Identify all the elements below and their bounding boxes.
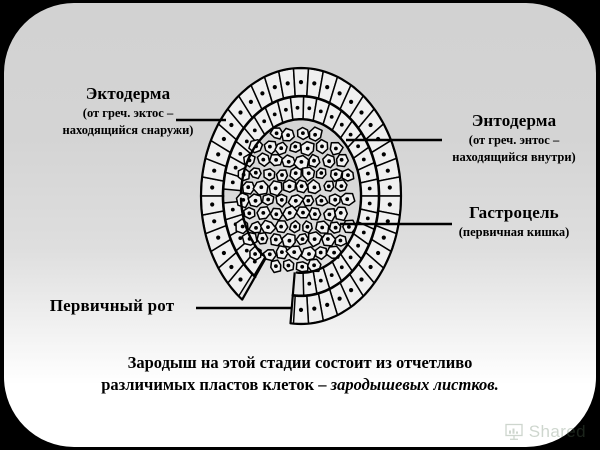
gastrula-diagram [199,66,403,326]
label-gastrocoel: Гастроцель (первичная кишка) [430,203,598,240]
caption-line2-italic: зародышевых листков. [330,374,499,394]
label-blastopore-title: Первичный рот [49,296,175,315]
label-ectoderm-sub2: находящийся снаружи) [62,122,194,137]
label-blastopore: Первичный рот [22,296,202,316]
caption-line1: Зародыш на этой стадии состоит из отчетл… [127,353,473,372]
label-entoderm: Энтодерма (от греч. энтос – находящийся … [430,111,598,165]
presentation-chart-icon [505,423,523,440]
label-gastrocoel-title: Гастроцель [469,203,559,222]
shared-watermark-text: Shared [528,422,586,441]
caption: Зародыш на этой стадии состоит из отчетл… [38,352,562,396]
label-entoderm-title: Энтодерма [471,111,557,130]
label-ectoderm: Эктодерма (от греч. эктос – находящийся … [28,84,228,138]
label-ectoderm-sub1: (от греч. эктос – [82,106,174,121]
caption-line2-plain: различимых пластов клеток – [101,374,331,394]
label-ectoderm-title: Эктодерма [85,84,171,103]
shared-watermark: Shared [504,422,586,442]
label-entoderm-sub2: находящийся внутри) [452,149,576,164]
label-gastrocoel-sub1: (первичная кишка) [458,225,570,240]
label-entoderm-sub1: (от греч. энтос – [468,133,560,148]
